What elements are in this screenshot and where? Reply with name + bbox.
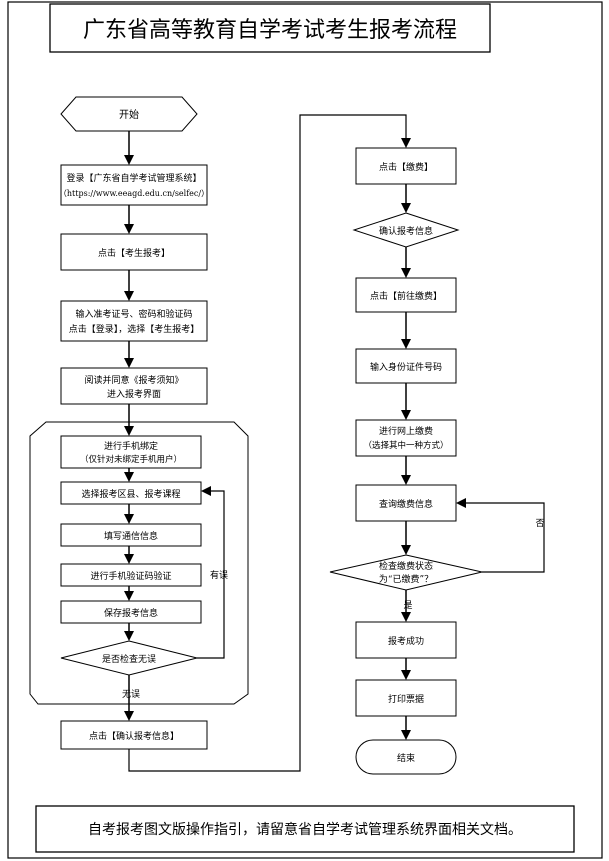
query-pay-label: 查询缴费信息 [379,498,433,510]
connector-left-to-right [128,114,411,772]
select-course-label: 选择报考区县、报考课程 [81,488,180,500]
bind-label-2: （仅针对未绑定手机用户） [80,454,182,465]
input-id-box [355,348,457,384]
online-pay-box [355,419,457,457]
fill-info-box [60,523,202,547]
input-id-label: 输入身份证件号码 [370,361,442,373]
read-notice-box [60,367,208,405]
arrow-error-loop [197,486,225,659]
online-pay-label-2: （选择其中一种方式） [363,440,448,451]
end-node [355,739,457,775]
input-credentials-box [60,300,208,342]
footer-note: 自考报考图文版操作指引，请留意省自学考试管理系统界面相关文档。 [88,821,522,838]
sms-verify-box [60,563,202,587]
fill-info-label: 填写通信信息 [104,530,158,542]
registration-loop-container [29,421,249,705]
goto-pay-box [355,277,457,313]
check-pay-label-2: 为“已缴费”？ [379,573,433,585]
goto-pay-label: 点击【前往缴费】 [370,290,442,302]
save-info-box [60,600,202,624]
confirm-info-decision-label: 确认报考信息 [379,225,433,237]
click-pay-box [355,147,457,185]
login-label-1: 登录【广东省自学考试管理系统】 [66,172,201,184]
online-pay-label-1: 进行网上缴费 [379,425,433,437]
yes-label: 是 [403,600,412,611]
arrow-no-loop [456,498,545,573]
input-label-2: 点击【登录】，选择【考生报考】 [69,323,200,335]
sms-verify-label: 进行手机验证码验证 [90,570,171,582]
confirm-info-label: 点击【确认报考信息】 [89,730,179,742]
print-box [355,679,457,717]
start-label: 开始 [119,108,139,121]
bind-label-1: 进行手机绑定 [104,440,158,452]
no-label: 否 [535,518,544,529]
success-label: 报考成功 [388,635,424,647]
confirm-info-box [60,720,208,750]
start-node [60,96,198,132]
outer-frame [7,1,603,859]
click-pay-label: 点击【缴费】 [379,161,433,173]
login-box [60,164,208,206]
check-error-label: 是否检查无误 [102,653,156,665]
no-error-label: 无误 [122,689,140,700]
end-label: 结束 [397,752,415,764]
click-register-box [60,233,208,271]
title-box [49,3,491,53]
click-register-label: 点击【考生报考】 [98,247,170,259]
print-label: 打印票据 [388,693,424,705]
check-pay-label-1: 检查缴费状态 [379,560,433,572]
page-title: 广东省高等教育自学考试考生报考流程 [83,18,457,43]
bind-phone-box [60,435,202,469]
input-label-1: 输入准考证号、密码和验证码 [75,308,192,320]
save-info-label: 保存报考信息 [104,607,158,619]
read-label-1: 阅读并同意《报考须知》 [84,374,183,386]
login-label-2: （https://www.eeagd.edu.cn/selfec/） [59,189,209,198]
read-label-2: 进入报考界面 [107,388,161,400]
footer-box [35,805,575,853]
has-error-label: 有误 [210,569,228,581]
